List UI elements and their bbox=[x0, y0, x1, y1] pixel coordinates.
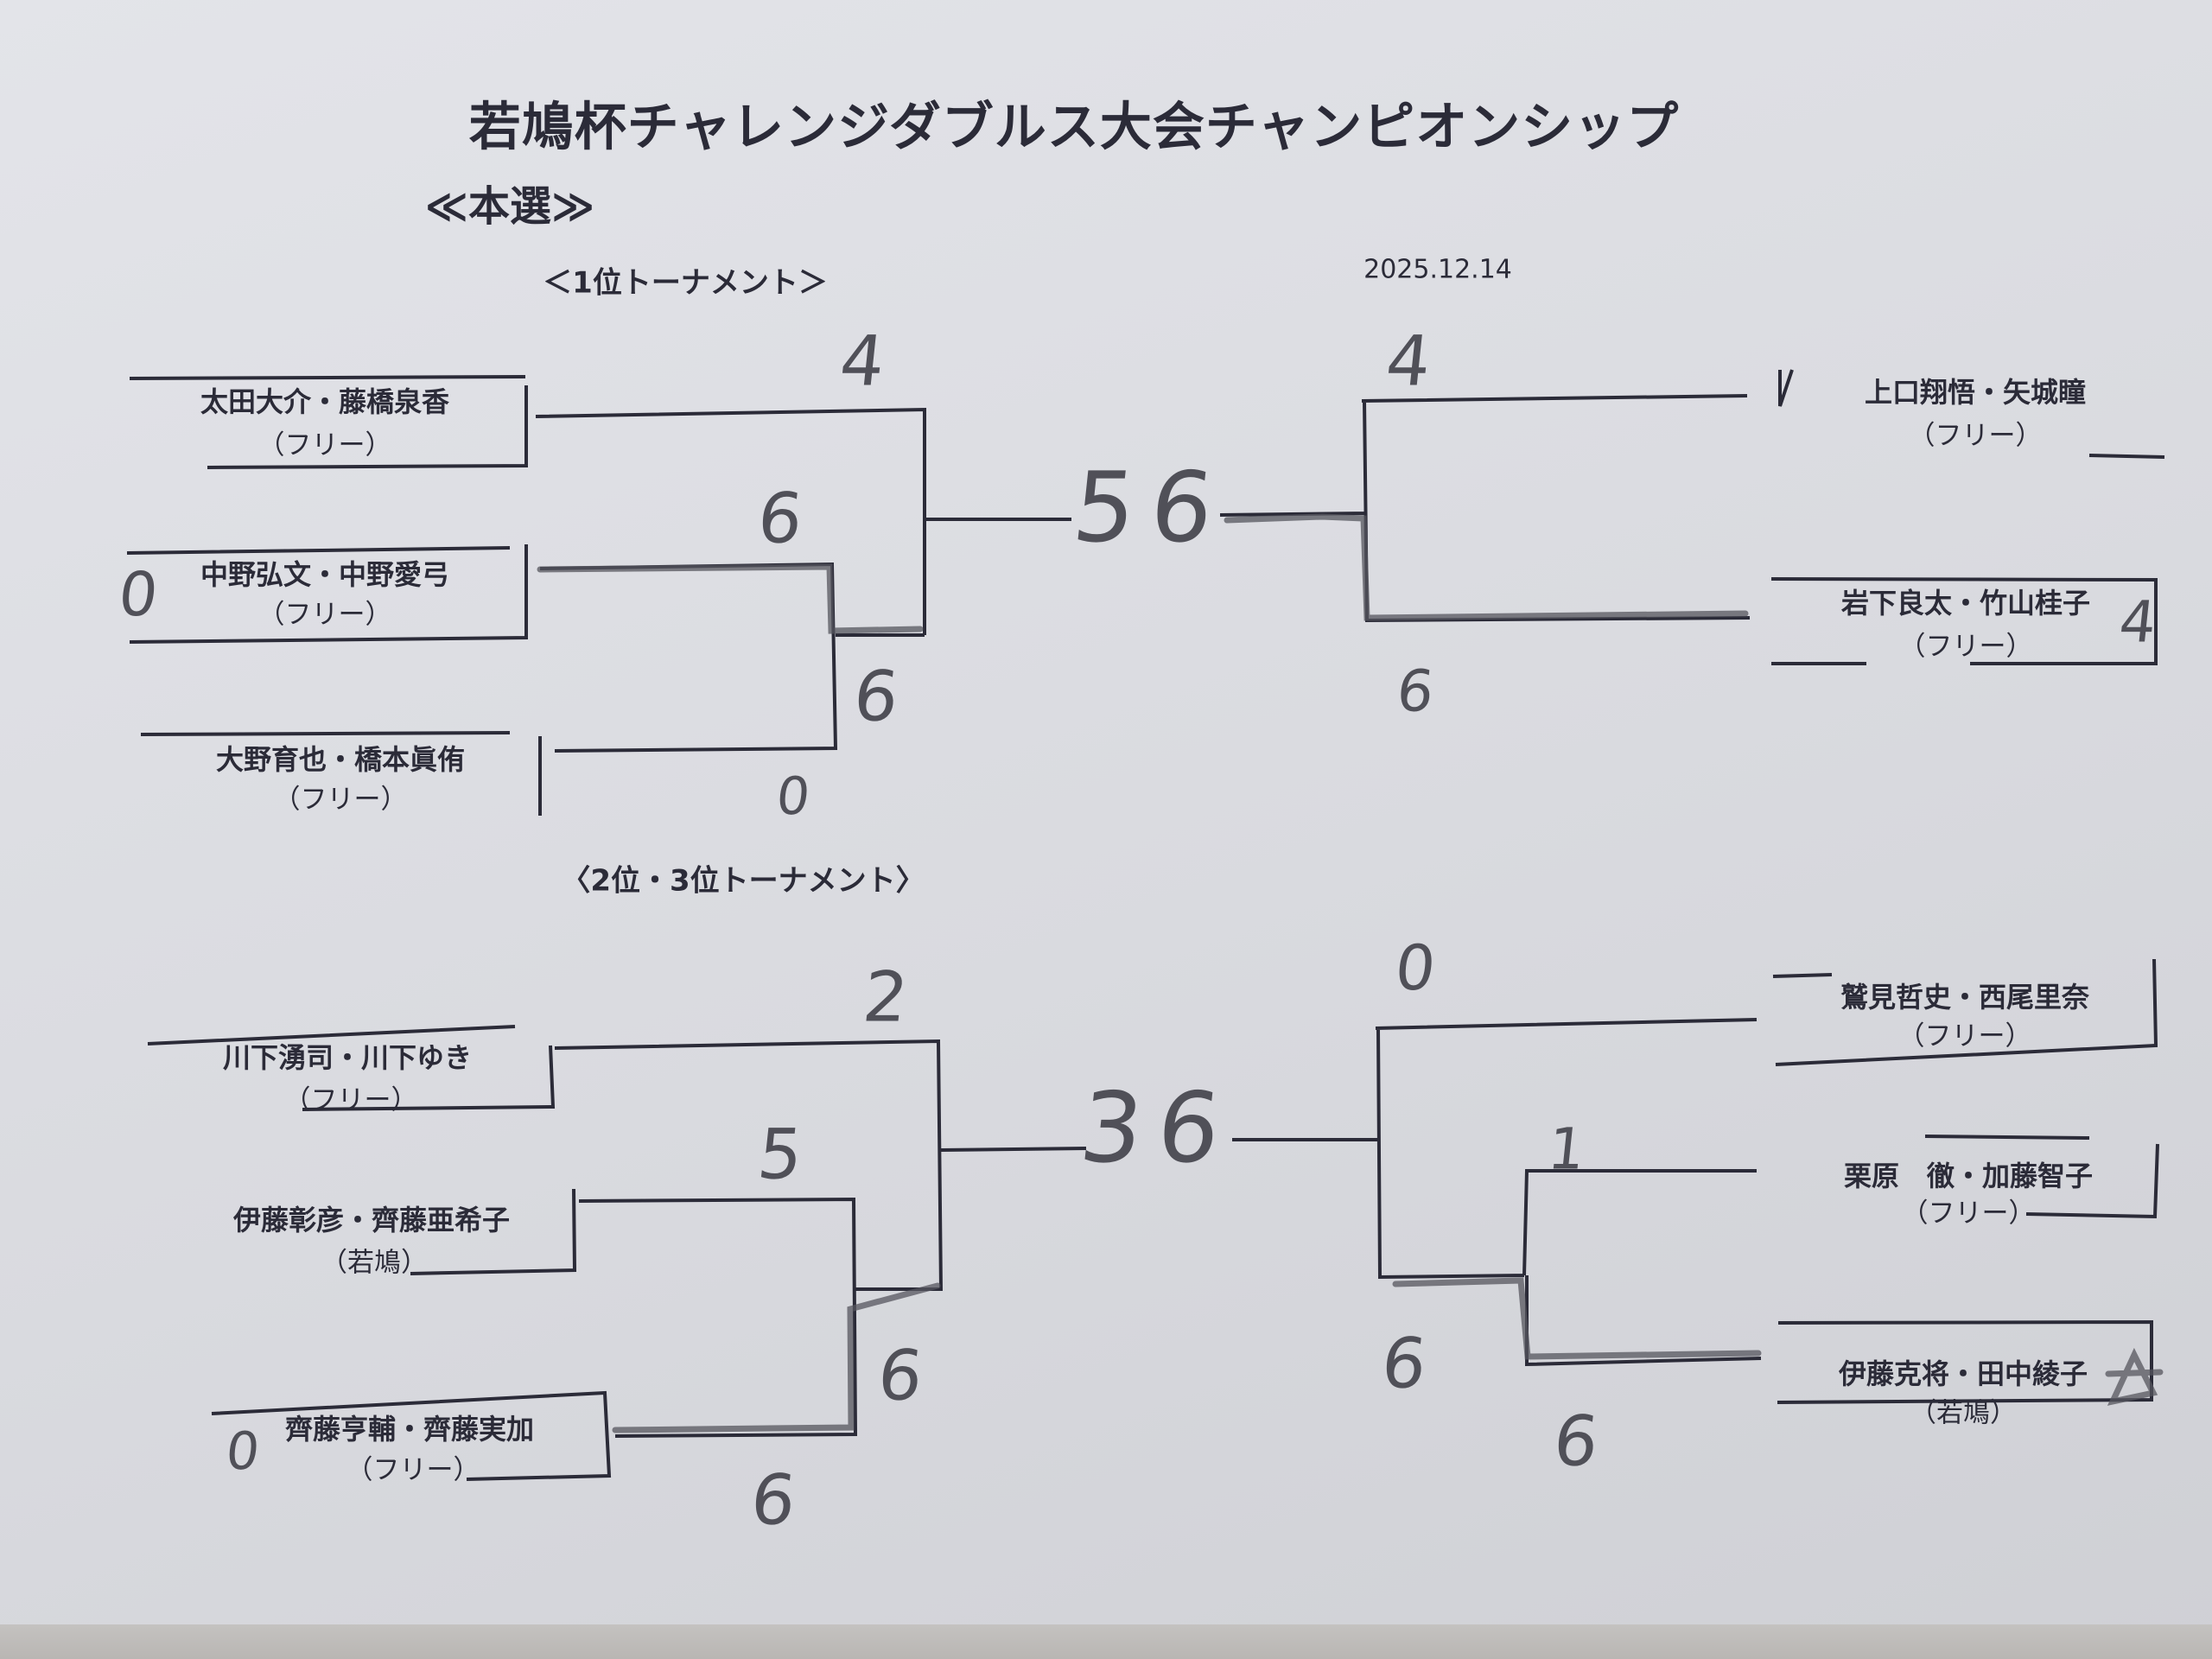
handwritten-final-score: 56 bbox=[1067, 452, 1235, 564]
handwritten-score: 6 bbox=[753, 478, 807, 559]
team-club: （フリー） bbox=[273, 784, 408, 816]
pen-mark bbox=[1392, 1277, 1762, 1360]
team-club: （フリー） bbox=[283, 1084, 418, 1116]
handwritten-score: 6 bbox=[1393, 658, 1438, 725]
team-club: （若鳩） bbox=[321, 1247, 428, 1279]
handwritten-score: 2 bbox=[859, 957, 912, 1038]
handwritten-mark: 0 bbox=[223, 1421, 263, 1482]
team-club: （フリー） bbox=[346, 1454, 480, 1486]
team-box-t2-r1 bbox=[1772, 958, 2158, 1066]
team-club: （フリー） bbox=[1908, 420, 2043, 452]
team-name: 上口翔悟・矢城瞳 bbox=[1864, 376, 2087, 409]
table-surface bbox=[0, 1624, 2212, 1659]
team-name: 伊藤彰彦・齊藤亜希子 bbox=[232, 1204, 511, 1236]
team-box-t2-r2 bbox=[1924, 1135, 2159, 1219]
team-box-t1-l1 bbox=[129, 375, 528, 469]
team-box-t1-l2 bbox=[126, 544, 528, 644]
team-name: 大野育也・橋本眞侑 bbox=[215, 743, 466, 776]
handwritten-score: 5 bbox=[753, 1114, 807, 1195]
bracket-t2-right bbox=[1232, 1018, 1762, 1367]
pen-mark bbox=[1224, 513, 1749, 621]
team-name: 鷲見哲史・西尾里奈 bbox=[1840, 981, 2090, 1014]
handwritten-score: 6 bbox=[1377, 1323, 1431, 1404]
team-club: （フリー） bbox=[1901, 1198, 2036, 1230]
handwritten-score: 0 bbox=[773, 766, 813, 827]
team-name: 伊藤克将・田中綾子 bbox=[1838, 1357, 2088, 1390]
handwritten-mark: 0 bbox=[115, 559, 162, 630]
handwritten-score: 6 bbox=[747, 1459, 800, 1541]
triangle-pen-mark-icon bbox=[2105, 1347, 2164, 1406]
handwritten-score: 1 bbox=[1544, 1116, 1589, 1183]
bracket-t2-left bbox=[554, 1039, 1087, 1438]
handwritten-score: 4 bbox=[1382, 321, 1435, 402]
section-heading: ≪本選≫ bbox=[424, 182, 595, 231]
team-name: 栗原 徹・加藤智子 bbox=[1843, 1160, 2094, 1192]
team-club: （フリー） bbox=[1898, 631, 2033, 663]
team-box-t2-l1 bbox=[147, 1025, 556, 1111]
handwritten-score: 6 bbox=[874, 1335, 927, 1416]
team-box-t1-r2 bbox=[1770, 577, 2158, 665]
team-box-t2-r3 bbox=[1777, 1319, 2153, 1404]
bracket-t1-right bbox=[1219, 394, 1751, 623]
team-name: 岩下良太・竹山桂子 bbox=[1840, 587, 2091, 620]
handwritten-final-score: 36 bbox=[1074, 1072, 1242, 1185]
tournament2-heading: 〈2位・3位トーナメント〉 bbox=[561, 863, 925, 899]
tournament1-heading: ＜1位トーナメント＞ bbox=[543, 265, 828, 301]
handwritten-score: 4 bbox=[836, 321, 889, 402]
team-box-t2-l3 bbox=[211, 1390, 612, 1481]
handwritten-score: 0 bbox=[1391, 931, 1440, 1004]
page-title: 若鳩杯チャレンジダブルス大会チャンピオンシップ bbox=[468, 97, 1680, 158]
team-box-t1-l3 bbox=[140, 731, 542, 816]
pen-mark bbox=[537, 563, 924, 634]
handwritten-score: 6 bbox=[849, 656, 903, 737]
team-name: 太田大介・藤橋泉香 bbox=[200, 385, 450, 418]
handwritten-score: 6 bbox=[1549, 1401, 1603, 1482]
team-club: （フリー） bbox=[1897, 1020, 2032, 1052]
team-club: （フリー） bbox=[257, 429, 392, 461]
pen-mark bbox=[612, 1282, 941, 1433]
handwritten-mark: 4 bbox=[2115, 588, 2160, 656]
team-box-t1-r1 bbox=[1778, 369, 2165, 459]
bracket-t1-left bbox=[535, 407, 1071, 753]
team-box-t2-l2 bbox=[410, 1188, 577, 1275]
team-club: （若鳩） bbox=[1910, 1397, 2017, 1429]
event-date: 2025.12.14 bbox=[1363, 254, 1512, 285]
team-name: 川下湧司・川下ゆき bbox=[222, 1041, 473, 1074]
team-name: 中野弘文・中野愛弓 bbox=[200, 558, 450, 591]
team-name: 齊藤亨輔・齊藤実加 bbox=[284, 1413, 535, 1446]
team-club: （フリー） bbox=[257, 599, 392, 631]
